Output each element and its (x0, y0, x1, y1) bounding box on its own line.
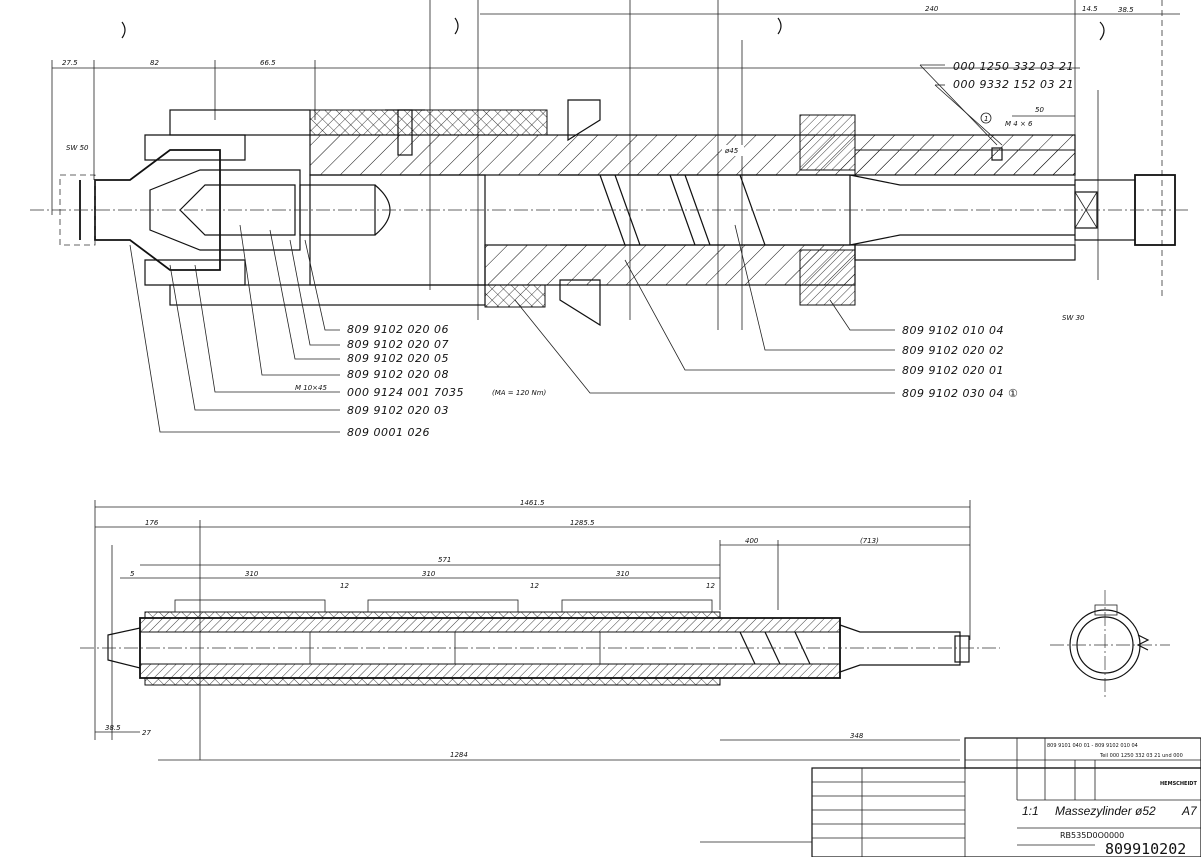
material-code: RB535D0O0000 (1060, 831, 1124, 840)
part-callouts-left: 809 9102 020 06 809 9102 020 07 809 9102… (129, 224, 547, 439)
part-number: 809 9102 020 06 (347, 323, 449, 336)
dim-27: 27 (142, 729, 151, 737)
dim-348: 348 (850, 732, 864, 740)
part-number: 809 9102 010 04 (902, 324, 1004, 337)
dim-27-5: 27.5 (62, 59, 78, 67)
dim-310: 310 (245, 570, 259, 578)
dim-1285-5: 1285.5 (570, 519, 595, 527)
callout-1-circle (980, 112, 992, 124)
dim-66-5: 66.5 (260, 59, 276, 67)
dim-82: 82 (150, 59, 159, 67)
sheet-mark: A7 (1181, 804, 1198, 818)
part-number: 809 9102 020 05 (347, 352, 449, 365)
dim-400: 400 (745, 537, 759, 545)
part-number: 809 9102 020 02 (902, 344, 1004, 357)
part-number: 809 9102 030 04 ① (902, 387, 1018, 400)
scale: 1:1 (1022, 804, 1039, 818)
dim-310: 310 (616, 570, 630, 578)
lower-overall-view: 1461.5 176 1285.5 400 (713) 571 5 310 31… (80, 499, 1000, 761)
end-view-circle (1050, 590, 1170, 700)
callout-1: 1 (984, 115, 988, 123)
header-note: Teil 000 1250 332 03 21 und 000 (1099, 753, 1183, 759)
torque-note: (MA = 120 Nm) (492, 389, 547, 397)
part-callouts-right: 809 9102 010 04 809 9102 020 02 809 9102… (514, 224, 1018, 400)
maker-logo: HEMSCHEIDT (1160, 781, 1197, 787)
drawing-title: Massezylinder ø52 (1055, 804, 1156, 818)
dim-310: 310 (422, 570, 436, 578)
dim-571: 571 (438, 556, 451, 564)
dim-50: 50 (1035, 106, 1044, 114)
part-number: 809 9102 020 03 (347, 404, 449, 417)
drawing-number: 809910202 (1105, 840, 1186, 857)
part-number: 809 0001 026 (347, 426, 430, 439)
part-callouts-top-right: 000 1250 332 03 21 000 9332 152 03 21 (920, 60, 1074, 91)
dim-12: 12 (706, 582, 715, 590)
dim-240: 240 (925, 5, 939, 13)
dim-overall: 1461.5 (520, 499, 545, 507)
dim-m4x6: M 4 × 6 (1005, 120, 1033, 128)
part-number: 809 9102 020 07 (347, 338, 449, 351)
dim-38-5: 38.5 (1118, 6, 1134, 14)
dim-38-5: 38.5 (105, 724, 121, 732)
dim-sw50: SW 50 (66, 144, 89, 152)
part-number: 809 9102 020 01 (902, 364, 1004, 377)
title-block: 809 9101 040 01 - 809 9102 010 04 Teil 0… (700, 737, 1201, 857)
dim-sw30: SW 30 (1062, 314, 1085, 322)
dia45-label-gap (722, 145, 744, 156)
rev-grid (812, 781, 965, 839)
part-number: 809 9102 020 08 (347, 368, 449, 381)
dim-12: 12 (340, 582, 349, 590)
dim-dia45: ø45 (724, 147, 739, 155)
dim-1284: 1284 (450, 751, 468, 759)
dim-m10x45: M 10×45 (295, 384, 327, 392)
header-code: 809 9101 040 01 - 809 9102 010 04 (1047, 743, 1138, 749)
dim-12: 12 (530, 582, 539, 590)
dim-14-5: 14.5 (1082, 5, 1098, 13)
dim-176: 176 (145, 519, 159, 527)
upper-section-view: 27.5 82 66.5 240 14.5 38.5 SW 50 SW 30 5… (30, 0, 1190, 330)
part-number: 000 1250 332 03 21 (953, 60, 1074, 73)
part-number: 000 9332 152 03 21 (953, 78, 1074, 91)
dim-713: (713) (860, 537, 879, 545)
dim-5: 5 (130, 570, 135, 578)
part-number: 000 9124 001 7035 (347, 386, 464, 399)
